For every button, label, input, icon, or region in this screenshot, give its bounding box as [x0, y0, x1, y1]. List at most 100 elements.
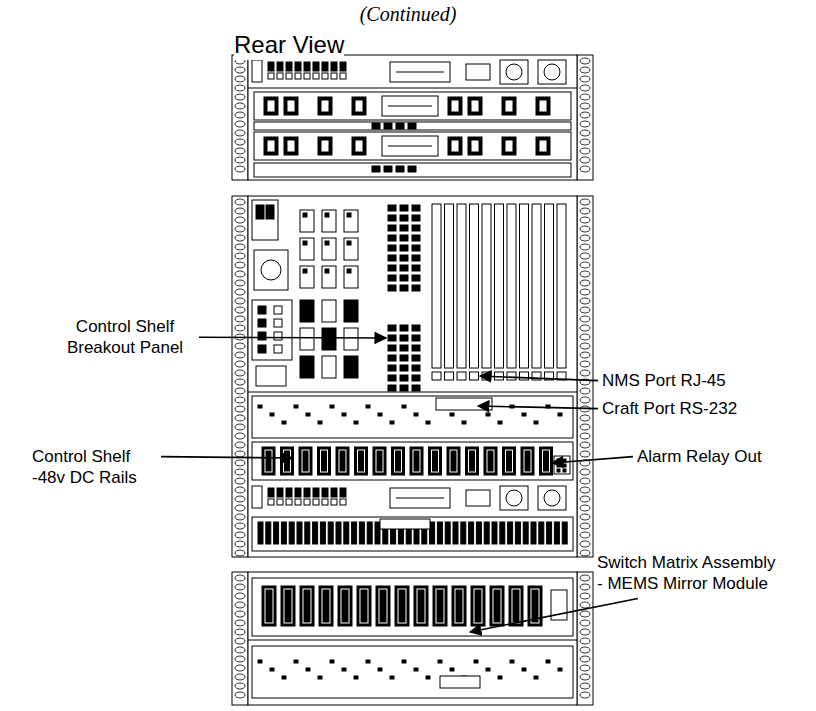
shelf-module: [318, 137, 332, 155]
panel-dot: [342, 413, 346, 416]
card-slot: [495, 204, 504, 368]
panel-dot: [318, 421, 322, 424]
breakout-pin: [258, 332, 266, 340]
label-slot: Control Shelf Breakout Panel: [55, 316, 195, 359]
shelf-module: [536, 137, 550, 155]
terminal: [492, 522, 497, 544]
terminal: [289, 522, 294, 544]
connector-pin: [268, 73, 274, 79]
card-slot: [557, 204, 566, 368]
rail-hole: [580, 112, 590, 118]
shelf-unit: [254, 92, 571, 120]
dc-rail-inner: [432, 450, 439, 472]
dc-rail: [447, 447, 460, 475]
terminal-block: [322, 210, 336, 232]
fuse-holder: [500, 60, 528, 84]
terminal-block: [300, 356, 314, 378]
rail-hole: [580, 487, 590, 493]
breakout-connector: [388, 365, 396, 371]
rail-hole: [580, 289, 590, 295]
leader-line: [552, 457, 633, 463]
rail-hole: [580, 130, 590, 136]
panel-dot: [306, 668, 310, 671]
rail-hole: [235, 208, 245, 214]
rack-rail: [232, 196, 248, 557]
rail-hole: [235, 692, 245, 698]
rail-hole: [235, 217, 245, 223]
panel-dot: [426, 421, 430, 424]
terminal: [258, 522, 263, 544]
terminal: [359, 522, 364, 544]
panel-dot: [294, 405, 298, 408]
breakout-connector: [388, 345, 396, 351]
rail-hole: [235, 584, 245, 590]
panel-dot: [438, 660, 442, 663]
rail-hole: [235, 541, 245, 547]
plate-line: [388, 145, 432, 146]
mems-module-inner: [417, 589, 425, 623]
mems-module-inner: [322, 589, 330, 623]
matrix-connector: [440, 676, 480, 688]
breakout-connector: [400, 335, 408, 341]
network-port: [520, 372, 529, 380]
panel-dot: [258, 405, 262, 408]
dc-rail-inner: [469, 450, 476, 472]
rack-rail: [577, 55, 593, 180]
terminal-screw: [303, 269, 307, 273]
connector-pin: [322, 499, 328, 505]
rail-hole: [235, 451, 245, 457]
callout-label: NMS Port RJ-45: [602, 370, 726, 391]
callout-label: Switch Matrix Assembly - MEMS Mirror Mod…: [597, 552, 783, 595]
strip-port: [408, 166, 416, 172]
mems-module-inner: [398, 589, 406, 623]
rail-hole: [235, 638, 245, 644]
mems-module-inner: [455, 589, 463, 623]
shelf-module: [448, 137, 462, 155]
connector-block: [466, 64, 490, 80]
terminal: [554, 522, 559, 544]
breakout-pin: [258, 306, 266, 314]
card-slot: [507, 204, 516, 368]
terminal-cover: [380, 519, 430, 529]
breakout-connector: [412, 385, 420, 391]
relay-pin: [557, 459, 560, 462]
breakout-connector: [388, 255, 396, 261]
terminal: [297, 522, 302, 544]
rail-hole: [580, 226, 590, 232]
rail-hole: [235, 665, 245, 671]
fuse-holder: [254, 250, 288, 290]
connector-pin: [295, 488, 301, 497]
connector-pin: [295, 62, 301, 71]
shelf-window: [539, 100, 547, 112]
shelf-module: [536, 97, 550, 115]
shelf-window: [451, 140, 459, 152]
panel-dot: [282, 676, 286, 679]
mems-module: [338, 586, 352, 626]
connector-pin: [340, 73, 346, 79]
dc-rail: [281, 447, 294, 475]
mems-module-inner: [360, 589, 368, 623]
label-slot: (Continued): [308, 2, 508, 27]
rail-hole: [235, 620, 245, 626]
network-port: [432, 372, 441, 380]
rail-hole: [580, 397, 590, 403]
dc-rail-inner: [524, 450, 531, 472]
mems-module: [281, 586, 295, 626]
connector-pin: [268, 488, 274, 497]
rail-hole: [235, 397, 245, 403]
dc-rail-inner: [506, 450, 513, 472]
mems-module: [376, 586, 390, 626]
breakout-connector: [400, 255, 408, 261]
rail-hole: [235, 602, 245, 608]
shelf-window: [355, 140, 363, 152]
mems-module-inner: [303, 589, 311, 623]
breakout-connector: [412, 215, 420, 221]
terminal-block: [344, 356, 358, 378]
alarm-relay: [554, 456, 570, 474]
rail-hole: [580, 575, 590, 581]
view-title: Rear View: [234, 30, 344, 60]
panel-dot: [450, 413, 454, 416]
connector-pin: [313, 499, 319, 505]
rail-hole: [235, 370, 245, 376]
connector-pin: [331, 499, 337, 505]
